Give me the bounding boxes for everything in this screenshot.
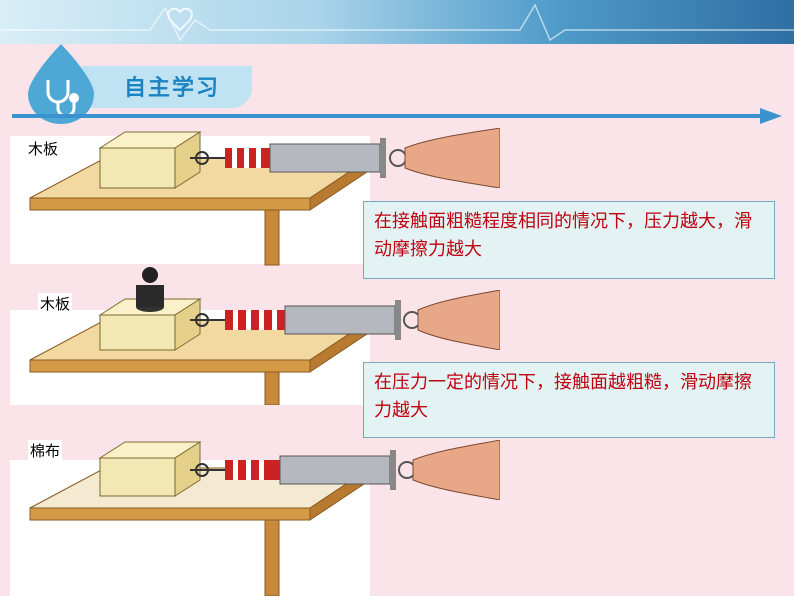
conclusion-text: 在压力一定的情况下，接触面越粗糙，滑动摩擦力越大 — [374, 372, 752, 421]
divider-arrow — [12, 108, 782, 124]
table-illustration — [29, 131, 372, 266]
spring-scale-icon — [190, 440, 500, 500]
page-title: 自主学习 — [124, 76, 221, 101]
conclusion-text: 在接触面粗糙程度相同的情况下，压力越大，滑动摩擦力越大 — [374, 211, 752, 260]
surface-label: 木板 — [38, 293, 73, 314]
conclusion-box-2: 在压力一定的情况下，接触面越粗糙，滑动摩擦力越大 — [363, 362, 775, 438]
surface-label: 棉布 — [28, 440, 63, 461]
stethoscope-icon — [28, 44, 94, 124]
title-bar — [82, 66, 252, 108]
conclusion-box-1: 在接触面粗糙程度相同的情况下，压力越大，滑动摩擦力越大 — [363, 201, 775, 279]
spring-scale-icon — [190, 290, 500, 350]
experiment-scene-3: 棉布 — [10, 430, 510, 596]
spring-scale-icon — [190, 128, 500, 188]
header-banner — [0, 0, 794, 44]
heartbeat-line-icon — [0, 3, 794, 42]
surface-label: 木板 — [26, 138, 61, 159]
experiment-scene-1: 木板 — [10, 128, 510, 268]
experiment-scene-2: 木板 — [10, 265, 510, 405]
